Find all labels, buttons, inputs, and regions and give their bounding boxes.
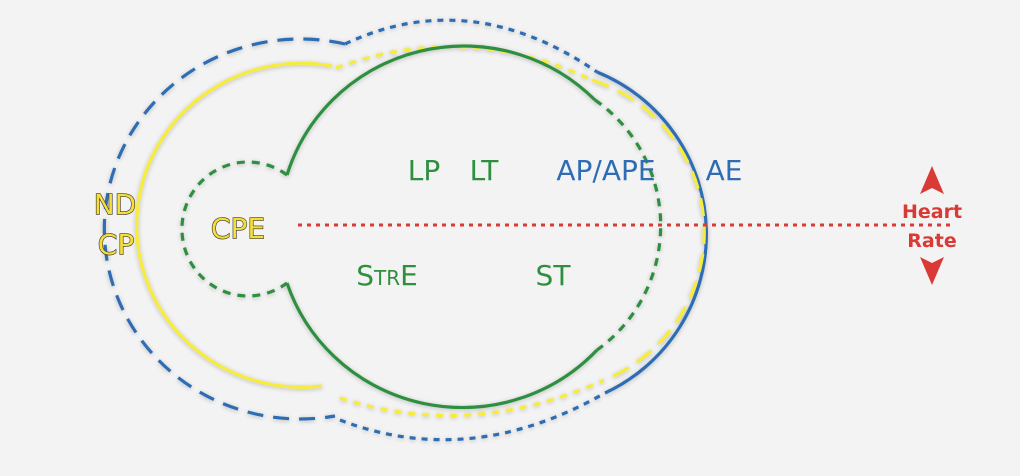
yellow-dashed-bottom-arc — [339, 379, 603, 418]
label-rate: Rate — [907, 230, 956, 252]
blue-dashed-left-arc — [102, 37, 346, 421]
yellow-solid-left-arc — [135, 61, 333, 389]
arrow-up-icon — [920, 166, 944, 194]
label-cp: CP — [98, 228, 134, 261]
label-ae: AE — [706, 154, 743, 187]
yellow-dashed-top-arc — [335, 45, 593, 82]
label-ap-ape: AP/APE — [556, 154, 655, 187]
label-cpe: CPE — [211, 212, 265, 245]
label-nd: ND — [94, 188, 137, 221]
label-lp: LP — [408, 154, 440, 187]
label-stre: StrE — [356, 259, 418, 292]
green-solid-top-arc — [285, 44, 597, 176]
blue-dotted-top-arc — [344, 18, 598, 74]
label-lt: LT — [470, 154, 500, 187]
label-st: ST — [536, 259, 572, 292]
green-solid-bottom-arc — [285, 282, 599, 410]
blue-solid-right-arc — [596, 70, 708, 395]
blue-dotted-bottom-arc — [339, 391, 606, 442]
label-heart: Heart — [902, 201, 962, 223]
yellow-dashed-right-arc — [591, 78, 706, 383]
arrow-down-icon — [920, 257, 944, 285]
